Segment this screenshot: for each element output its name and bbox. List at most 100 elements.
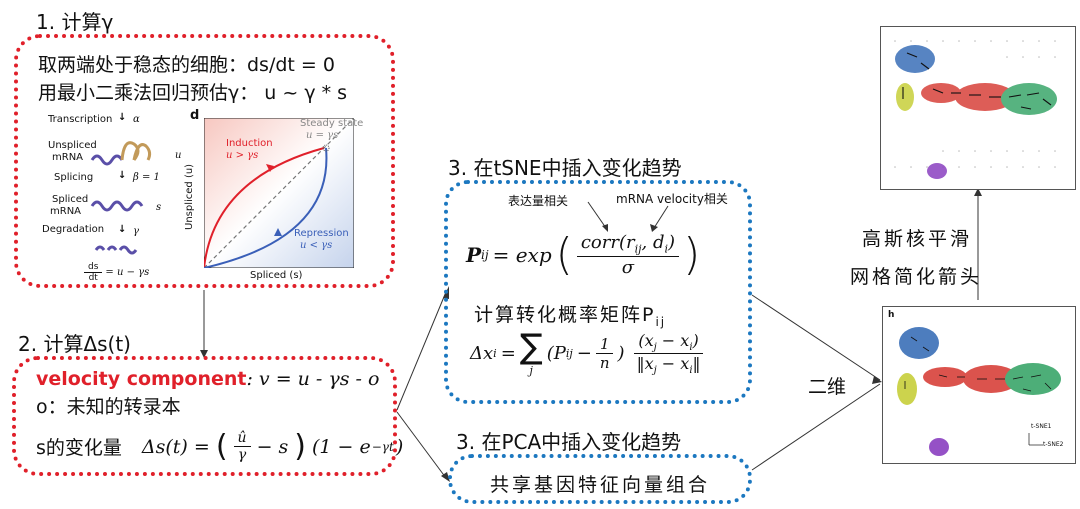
dx-lhs: Δx xyxy=(470,343,494,364)
step1-title: 1. 计算γ xyxy=(36,10,114,34)
label-beta: β = 1 xyxy=(133,172,160,183)
tsne-velocity-svg xyxy=(897,327,1061,456)
xnum-sub-j: j xyxy=(653,342,657,353)
grid-velocity-plot xyxy=(880,26,1076,190)
xnum-open: (x xyxy=(638,330,654,350)
label-unspliced: Unspliced xyxy=(48,140,97,151)
label-gamma: γ xyxy=(133,226,139,237)
xden-end: ‖ xyxy=(692,354,701,373)
label-spliced: Spliced xyxy=(52,194,89,205)
label-u: u xyxy=(175,150,182,161)
step3b-box: 共享基因特征向量组合 xyxy=(448,454,752,504)
label-s: s xyxy=(156,202,162,213)
delta-s-line: s的变化量 Δs(t) = ( û γ − s ) (1 − e−γt) xyxy=(36,428,404,464)
two-d-label: 二维 xyxy=(808,376,847,398)
arrow-down-icon: ↓ xyxy=(118,112,127,123)
delta-s-lhs: Δs(t) = xyxy=(141,435,210,458)
delta-s-label: s的变化量 xyxy=(36,437,122,459)
gamma-den: γ xyxy=(237,447,247,463)
p-subscript: ij xyxy=(481,247,489,262)
velocity-component-line: velocity component: v = u - γs - o xyxy=(36,368,379,390)
p-symbol: P xyxy=(466,242,482,267)
p-exp: = exp xyxy=(492,242,552,267)
label-mrna-unspliced: mRNA xyxy=(52,152,84,163)
u-hat: û xyxy=(233,430,251,447)
panel-label-d: d xyxy=(190,108,200,123)
decay-close: ) xyxy=(395,435,404,458)
annotation-arrows xyxy=(587,201,669,232)
annotation-expression: 表达量相关 xyxy=(508,194,569,208)
unspliced-mrna-icon xyxy=(90,141,152,166)
label-transcription: Transcription xyxy=(48,114,113,125)
steady-state-label: Steady state xyxy=(300,118,364,129)
xden-sub-j: j xyxy=(653,365,657,377)
tsne-axis1: t-SNE1 xyxy=(1031,423,1052,430)
ode-denominator: dt xyxy=(88,273,98,283)
step3a-title: 3. 在tSNE中插入变化趋势 xyxy=(448,156,682,180)
induction-cond: u > γs xyxy=(226,150,259,161)
corr-mid: , d xyxy=(641,232,665,253)
minus-s: − s xyxy=(256,435,289,458)
degraded-mrna-icon xyxy=(94,245,138,255)
dx-eq: = xyxy=(500,343,516,364)
tsne-axis2: t-SNE2 xyxy=(1043,441,1064,448)
one: 1 xyxy=(595,335,614,354)
paren-p: (P xyxy=(546,343,566,364)
probability-sub: ij xyxy=(655,314,667,329)
velocity-equation: : v = u - γs - o xyxy=(246,368,380,390)
repression-label: Repression xyxy=(294,228,349,239)
corr-sub-i: i xyxy=(664,242,669,256)
phase-plot xyxy=(204,118,354,268)
repression-cond: u < γs xyxy=(300,240,333,251)
spliced-mrna-icon xyxy=(90,200,144,212)
panel-label-h: h xyxy=(888,310,895,320)
phase-xlabel: Spliced (s) xyxy=(250,270,303,281)
velocity-component-label: velocity component xyxy=(36,368,247,390)
arrow-down-icon: ↓ xyxy=(118,224,127,235)
ode-rhs: = u − γs xyxy=(105,267,150,278)
xden-open: ‖x xyxy=(636,354,654,373)
label-mrna-spliced: mRNA xyxy=(50,206,82,217)
sigma: σ xyxy=(621,256,635,278)
corr-text: corr(r xyxy=(580,232,635,253)
tsne-velocity-plot: h t-SNE1 t-SNE2 xyxy=(882,306,1076,464)
minus-sign: − xyxy=(576,343,592,364)
probability-matrix-text: 计算转化概率矩阵Pij xyxy=(474,300,666,329)
corr-end: ) xyxy=(668,232,676,253)
step1-line2: 用最小二乘法回归预估γ： u ~ γ * s xyxy=(38,82,348,104)
annotation-mrna-velocity: mRNA velocity相关 xyxy=(616,192,728,206)
label-degradation: Degradation xyxy=(42,224,105,235)
steady-eq: u = γs xyxy=(306,130,339,141)
step1-line1: 取两端处于稳态的细胞：ds/dt = 0 xyxy=(38,54,335,76)
induction-label: Induction xyxy=(226,138,273,149)
smoothing-label-2: 网格简化箭头 xyxy=(850,266,983,288)
arrow-down-icon: ↓ xyxy=(118,170,127,181)
dx-sub: i xyxy=(493,347,497,360)
step1-box: 取两端处于稳态的细胞：ds/dt = 0 用最小二乘法回归预估γ： u ~ γ … xyxy=(14,34,395,288)
xden-mid: − x xyxy=(656,354,690,373)
ode-numerator: ds xyxy=(84,262,103,273)
probability-text: 计算转化概率矩阵P xyxy=(474,304,656,326)
sum-symbol: ∑ xyxy=(519,327,543,367)
step3b-title: 3. 在PCA中插入变化趋势 xyxy=(456,430,682,454)
label-splicing: Splicing xyxy=(54,172,94,183)
step2-title: 2. 计算Δs(t) xyxy=(18,332,131,356)
xnum-end: ) xyxy=(692,330,699,350)
xden-sub-i: i xyxy=(689,365,693,377)
step2-box: velocity component: v = u - γs - o o：未知的… xyxy=(12,356,403,476)
n: n xyxy=(599,354,610,372)
grid-velocity-svg xyxy=(894,40,1057,179)
label-alpha: α xyxy=(133,114,140,125)
smoothing-label-1: 高斯核平滑 xyxy=(862,228,973,250)
corr-sub-ij: ij xyxy=(634,242,642,256)
xnum-sub-i: i xyxy=(689,342,693,353)
decay-term: (1 − e xyxy=(312,435,371,458)
phase-portrait: d Unspliced (u) Steady state u = γs Indu… xyxy=(184,108,388,284)
pij-sub: ij xyxy=(565,347,573,360)
ode-equation: ds dt = u − γs xyxy=(84,262,149,283)
sum-subscript: j xyxy=(529,364,533,377)
